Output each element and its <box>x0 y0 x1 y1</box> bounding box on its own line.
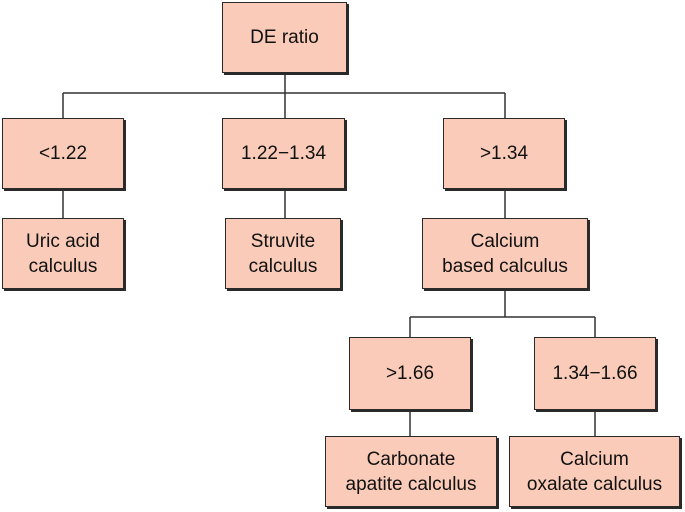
node-greater-than-1-66: >1.66 <box>349 337 471 410</box>
node-greater-than-1-34: >1.34 <box>443 118 565 189</box>
node-calcium-based-calculus: Calcium based calculus <box>422 218 588 289</box>
node-calcium-oxalate-calculus: Calcium oxalate calculus <box>509 436 680 507</box>
node-carbonate-apatite-calculus: Carbonate apatite calculus <box>325 436 497 507</box>
node-1-34-to-1-66: 1.34−1.66 <box>534 337 656 410</box>
node-struvite-calculus: Struvite calculus <box>225 218 341 289</box>
node-less-than-1-22: <1.22 <box>2 118 124 189</box>
node-uric-acid-calculus: Uric acid calculus <box>2 218 124 289</box>
node-de-ratio: DE ratio <box>222 2 347 73</box>
node-1-22-to-1-34: 1.22−1.34 <box>222 118 345 189</box>
